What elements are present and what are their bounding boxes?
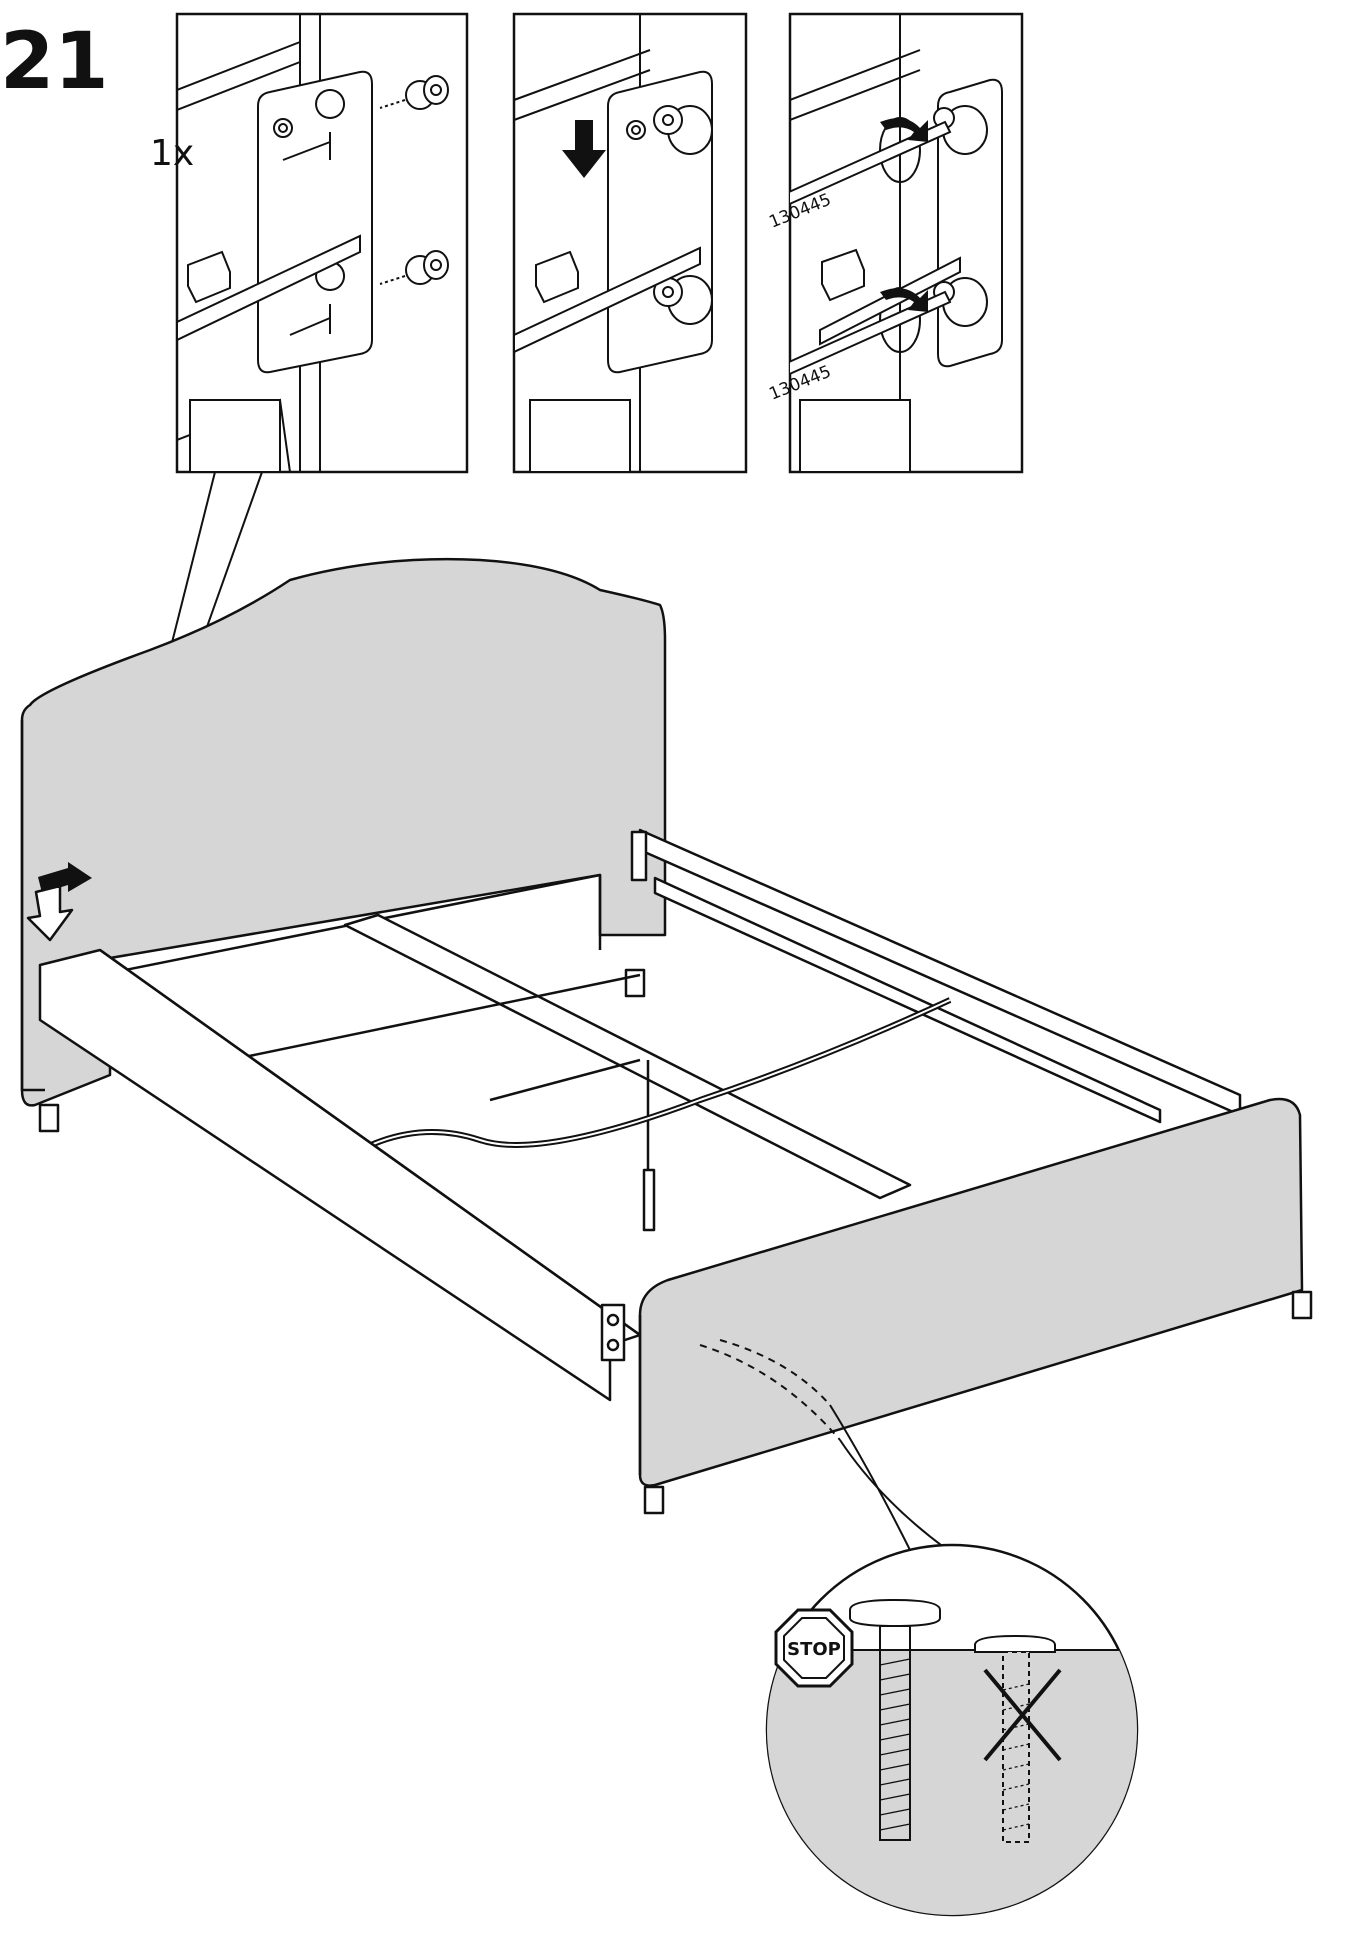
warning-detail-circle: STOP — [765, 1543, 1139, 1917]
center-beam — [343, 913, 912, 1200]
arrow-down-icon — [562, 120, 606, 178]
footboard — [638, 1097, 1304, 1487]
detail-panel-2 — [512, 12, 748, 474]
arrow-push-icon — [38, 862, 92, 893]
detail-panel-1: 1x — [150, 12, 469, 474]
rotate-arrow-icon — [880, 288, 928, 312]
callout-line — [839, 1439, 946, 1549]
callout-line — [829, 1404, 911, 1551]
dashed-callout — [699, 1339, 841, 1441]
side-rail-right — [638, 828, 1242, 1117]
cross-mark-icon — [983, 1668, 1062, 1762]
headboard — [20, 557, 667, 1107]
step-number: 21 — [0, 17, 109, 107]
rotate-arrow-icon — [880, 118, 928, 142]
arrow-down-outline-icon — [26, 884, 74, 942]
stop-sign-icon: STOP — [774, 1608, 854, 1688]
bed-frame — [20, 557, 1313, 1515]
quantity-label: 1x — [150, 133, 194, 174]
stop-label: STOP — [787, 1639, 841, 1660]
detail-panel-3: 130445 130445 — [766, 12, 1024, 474]
